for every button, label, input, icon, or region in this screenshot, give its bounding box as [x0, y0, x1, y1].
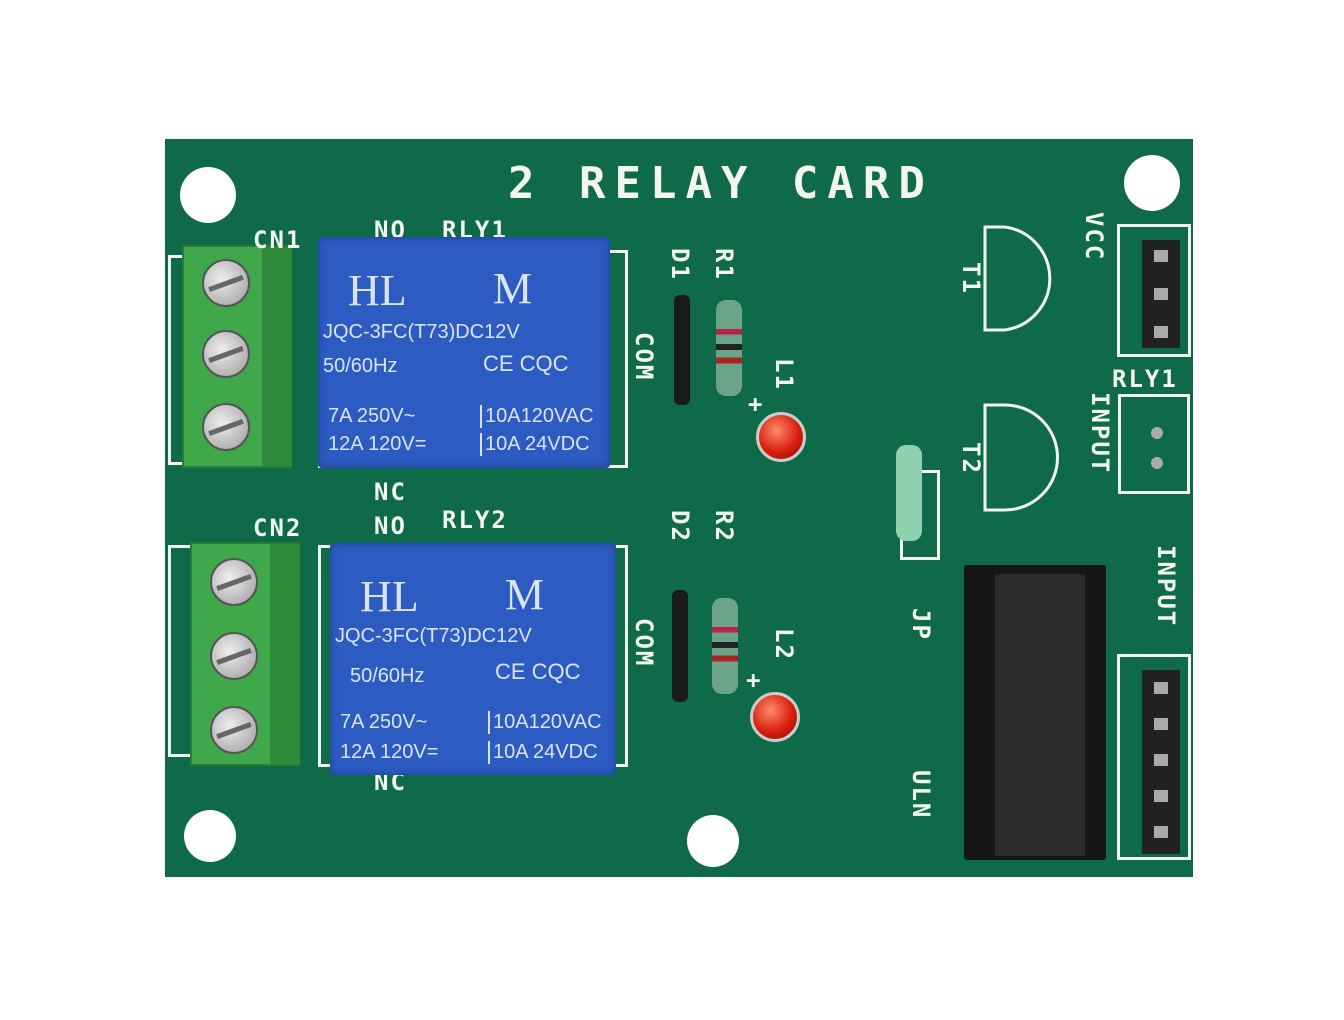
relay-freq: 50/60Hz [350, 665, 425, 687]
relay-rating: 7A 250V~ [340, 711, 428, 733]
label-r1: R1 [710, 248, 738, 281]
label-rly1-header: RLY1 [1112, 365, 1178, 393]
screw[interactable] [202, 403, 250, 451]
label-uln: ULN [907, 770, 935, 820]
mounting-hole [184, 810, 236, 862]
screw[interactable] [210, 706, 258, 754]
relay-maker-mark: M [493, 264, 533, 313]
relay-rating: 10A120VAC [480, 405, 594, 428]
relay-rating: 10A 24VDC [480, 433, 590, 456]
diode-d2 [672, 590, 688, 702]
relay-brand: HL [360, 572, 419, 621]
relay-model: JQC-3FC(T73)DC12V [323, 321, 520, 343]
label-no: NO [374, 512, 407, 540]
label-d2: D2 [666, 510, 694, 543]
label-plus: + [748, 390, 765, 418]
relay-cert: CE CQC [483, 351, 569, 376]
screw[interactable] [202, 259, 250, 307]
label-input: INPUT [1152, 545, 1180, 628]
label-d1: D1 [666, 248, 694, 281]
pin-header-5[interactable] [1142, 670, 1180, 854]
transistor-footprints [983, 225, 1059, 512]
label-rly2: RLY2 [442, 506, 508, 534]
label-r2: R2 [710, 510, 738, 543]
label-input: INPUT [1086, 392, 1114, 475]
relay-rating: 12A 120V= [340, 741, 439, 763]
mounting-hole [1124, 155, 1180, 211]
label-com: COM [630, 332, 658, 382]
label-jp: JP [907, 608, 935, 641]
relay-rating: 12A 120V= [328, 433, 427, 455]
label-l2: L2 [770, 628, 798, 661]
relay-rating: 10A120VAC [488, 711, 602, 734]
terminal-block-cn1[interactable] [182, 245, 292, 468]
relay-rating: 7A 250V~ [328, 405, 416, 427]
relay-model: JQC-3FC(T73)DC12V [335, 625, 532, 647]
led-l2 [750, 692, 800, 742]
relay-2: HL M JQC-3FC(T73)DC12V 50/60Hz CE CQC 7A… [330, 543, 616, 775]
label-com: COM [630, 618, 658, 668]
screw[interactable] [202, 330, 250, 378]
relay-cert: CE CQC [495, 659, 581, 684]
relay-rating: 10A 24VDC [488, 741, 598, 764]
mounting-hole [180, 167, 236, 223]
terminal-block-cn2[interactable] [190, 542, 300, 766]
header-input-outline[interactable] [1118, 394, 1190, 494]
relay-brand: HL [348, 266, 407, 315]
diode-d1 [674, 295, 690, 405]
screw[interactable] [210, 558, 258, 606]
relay-freq: 50/60Hz [323, 355, 398, 377]
label-cn2: CN2 [253, 514, 303, 542]
board-title: 2 RELAY CARD [508, 158, 934, 209]
relay-1: HL M JQC-3FC(T73)DC12V 50/60Hz CE CQC 7A… [318, 237, 610, 468]
mounting-hole [687, 815, 739, 867]
terminal-body [270, 544, 300, 764]
label-vcc: VCC [1080, 212, 1108, 262]
relay-maker-mark: M [505, 570, 545, 619]
header-vcc-outline [1117, 224, 1191, 357]
label-nc: NC [374, 478, 407, 506]
uln-ic-chip [995, 574, 1085, 856]
label-plus: + [746, 666, 763, 694]
label-l1: L1 [770, 358, 798, 391]
jumper-resistor [896, 445, 922, 541]
pin-header-3[interactable] [1142, 240, 1180, 348]
screw[interactable] [210, 632, 258, 680]
label-t2: T2 [957, 442, 985, 475]
led-l1 [756, 412, 806, 462]
resistor-r1 [716, 300, 742, 396]
resistor-r2 [712, 598, 738, 694]
label-t1: T1 [957, 262, 985, 295]
terminal-body [262, 247, 292, 466]
terminal-outline [168, 545, 198, 757]
header-input5-outline [1117, 654, 1191, 860]
label-cn1: CN1 [253, 226, 303, 254]
